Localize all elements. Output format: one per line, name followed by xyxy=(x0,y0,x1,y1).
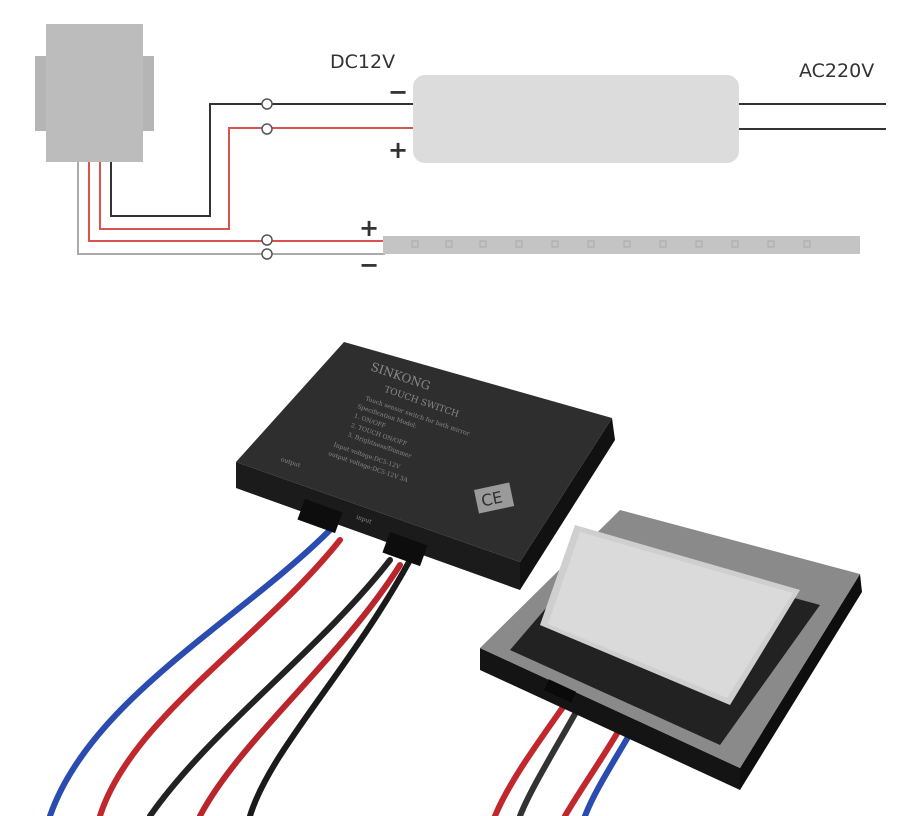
controller-block xyxy=(35,24,154,162)
psu-plus-label: + xyxy=(388,136,408,164)
psu-minus-label: − xyxy=(388,78,408,106)
wire-black xyxy=(110,103,415,217)
svg-text:CE: CE xyxy=(480,487,505,510)
wire-red-psu xyxy=(99,127,415,230)
power-supply xyxy=(413,75,739,163)
wire-grey-strip xyxy=(77,162,385,255)
touch-sensor-pad xyxy=(480,510,862,790)
ac-voltage-label: AC220V xyxy=(799,60,874,82)
wire-red-strip xyxy=(88,162,385,242)
strip-minus-label: − xyxy=(359,251,379,279)
touch-switch-controller xyxy=(236,342,615,590)
ce-mark: CE xyxy=(474,482,515,514)
strip-plus-label: + xyxy=(359,214,379,242)
connector-terminals xyxy=(261,98,273,260)
led-strip xyxy=(383,236,860,254)
cables xyxy=(47,527,638,816)
dc-voltage-label: DC12V xyxy=(330,51,395,73)
input-label: input xyxy=(355,514,373,526)
